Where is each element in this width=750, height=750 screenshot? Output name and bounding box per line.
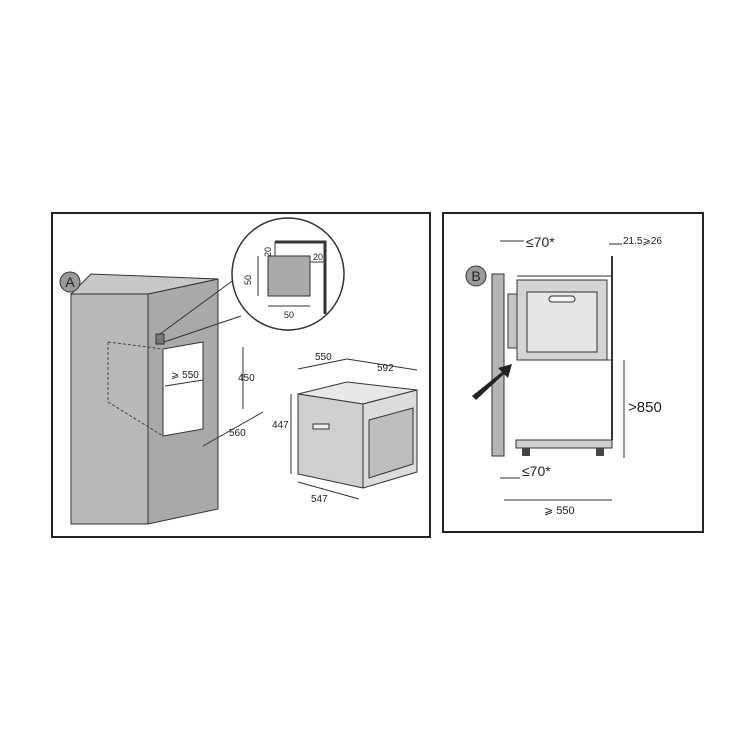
depth-label: ⩾ 550 (544, 505, 575, 517)
oven-side (297, 393, 364, 489)
airflow-arrow (472, 364, 512, 400)
detail-label-50h: 50 (284, 310, 294, 320)
badge-b (465, 265, 487, 287)
oven-width-label: 550 (315, 352, 332, 363)
oven-door-window (368, 407, 414, 479)
niche-height-label: 450 (238, 373, 255, 384)
callout-line-top (159, 278, 236, 335)
panel-a-drawing: A 50 20 20 50 ⩾ 550 450 560 550 592 (59, 217, 418, 525)
oven-rear (507, 293, 518, 349)
vent-cutout (155, 333, 165, 345)
niche-depth-label: 560 (229, 428, 246, 439)
oven-depth-label: 547 (311, 494, 328, 505)
badge-a-label: A (65, 274, 75, 290)
niche-dash-top (107, 341, 164, 350)
niche-width-line (164, 379, 204, 387)
detail-cutout (267, 255, 311, 297)
panel-b-drawing: B ≤70* 21.5⩾26 >850 ≤70* ⩾ 550 (465, 234, 662, 517)
badge-b-label: B (471, 268, 480, 284)
oven-handle (548, 295, 576, 303)
oven-height-label: 447 (272, 420, 289, 431)
foot-left (522, 448, 530, 456)
cabinet-front-left (70, 293, 149, 525)
detail-label-50v: 50 (243, 275, 253, 285)
detail-frame (275, 240, 327, 314)
detail-label-20h: 20 (313, 252, 323, 262)
detail-label-20v: 20 (263, 247, 273, 257)
wall (491, 273, 505, 457)
oven-width-outer-label: 592 (377, 363, 394, 374)
foot-right (596, 448, 604, 456)
oven-handle (312, 423, 330, 430)
cabinet-base (515, 439, 613, 449)
callout-line-bottom (163, 315, 242, 343)
niche-depth-line (202, 411, 264, 447)
oven-width-line (297, 358, 348, 370)
niche-opening (162, 341, 204, 437)
top-right-label: 21.5⩾26 (623, 236, 662, 247)
niche-width-label: ⩾ 550 (171, 370, 199, 381)
top-gap-label: ≤70* (526, 234, 555, 250)
badge-a (59, 271, 81, 293)
oven-depth-line (297, 481, 360, 500)
oven-width-outer-line (346, 358, 418, 371)
niche-dash-bottom (107, 401, 164, 437)
panel-a: A 50 20 20 50 ⩾ 550 450 560 550 592 (51, 212, 431, 538)
cabinet-top (69, 273, 219, 295)
bottom-gap-label: ≤70* (522, 463, 551, 479)
height-label: >850 (628, 399, 662, 416)
panel-b: B ≤70* 21.5⩾26 >850 ≤70* ⩾ 550 (442, 212, 704, 533)
